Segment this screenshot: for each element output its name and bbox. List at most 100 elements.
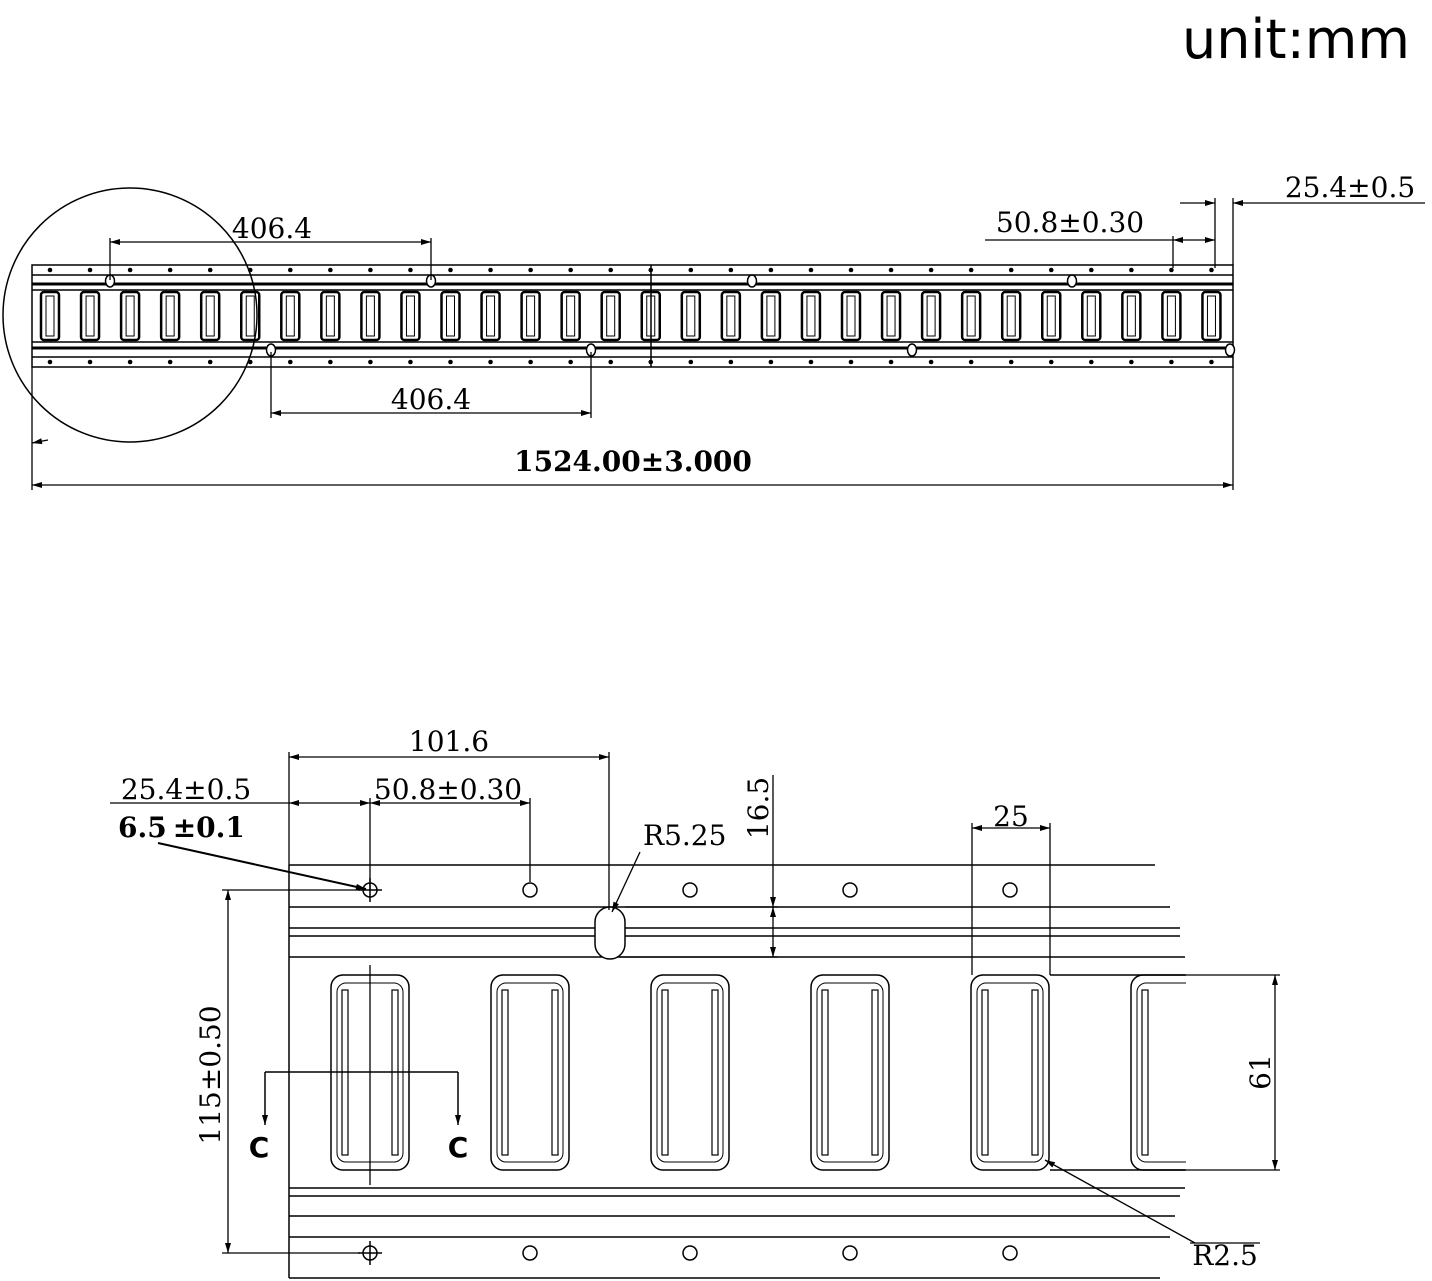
- rivet-dot: [328, 267, 333, 273]
- rivet-dot: [1129, 267, 1134, 273]
- rivet-dot: [688, 359, 694, 365]
- slot-inner: [646, 295, 656, 337]
- rivet-dot: [1169, 267, 1174, 273]
- rivet-dot: [448, 359, 453, 365]
- rivet-dot: [368, 267, 373, 273]
- slot-strip: [1141, 989, 1149, 1156]
- slot-inner: [686, 295, 696, 337]
- rivet-dot: [808, 359, 814, 365]
- slot-inner: [285, 295, 295, 337]
- slot-inner: [966, 295, 976, 337]
- slot: [960, 290, 982, 342]
- rivet-dot: [1209, 267, 1214, 273]
- slot-outline: [970, 974, 1050, 1171]
- dim-total-length: 1524.00±3.000: [514, 445, 752, 478]
- mounting-hole: [682, 882, 698, 898]
- slot-inner: [606, 295, 616, 337]
- mounting-hole: [522, 882, 538, 898]
- rivet-dot: [768, 359, 774, 365]
- slot-inner-outline: [976, 982, 1044, 1163]
- slot-inner: [1006, 295, 1016, 337]
- slot-outline: [490, 974, 570, 1171]
- slot-inner: [165, 295, 175, 337]
- slot: [400, 290, 421, 342]
- mounting-hole: [1224, 343, 1236, 357]
- rivet-dot: [368, 359, 373, 365]
- detail-circle: [2, 187, 258, 443]
- slot-group: [39, 267, 1236, 365]
- mounting-hole: [1002, 1245, 1018, 1261]
- dim-end-offset: 25.4±0.5: [1285, 171, 1415, 204]
- rivet-dot: [608, 359, 613, 365]
- dim-end-offset: 25.4±0.5: [121, 773, 251, 806]
- slot: [119, 290, 141, 342]
- slot-inner: [325, 295, 335, 337]
- slot: [640, 290, 661, 342]
- mounting-hole: [746, 274, 758, 288]
- slot: [159, 290, 181, 342]
- rivet-dot: [848, 267, 854, 273]
- slot: [199, 290, 221, 342]
- slot-inner: [926, 295, 936, 337]
- slot-inner-outline: [656, 982, 724, 1163]
- slot: [480, 290, 501, 342]
- slot-inner: [1046, 295, 1056, 337]
- mounting-hole: [842, 1245, 858, 1261]
- rivet-dot: [167, 267, 173, 273]
- rivet-dot: [928, 359, 934, 365]
- mounting-hole: [842, 882, 858, 898]
- rivet-dot: [888, 267, 894, 273]
- rivet-dot: [167, 359, 173, 365]
- slot: [920, 290, 942, 342]
- mounting-hole: [1066, 274, 1078, 288]
- rivet-dot: [448, 267, 453, 273]
- mounting-hole: [1002, 882, 1018, 898]
- rivet-dot: [568, 267, 573, 273]
- dim-101-6: 101.6: [409, 725, 489, 758]
- slot-inner: [766, 295, 776, 337]
- rivet-dot: [1008, 359, 1014, 365]
- detail-view-dimensions: 101.6 25.4±0.5 50.8±0.30 6.5±0.1 R5.25 1…: [110, 725, 1280, 1272]
- slot-inner: [486, 295, 496, 337]
- rivet-dot: [127, 359, 133, 365]
- rivet-dot: [1169, 359, 1174, 365]
- slot-strip: [501, 989, 509, 1156]
- slot-strip: [1031, 989, 1039, 1156]
- slot: [360, 290, 381, 342]
- top-view-rail: [2, 187, 1236, 443]
- slot: [1121, 290, 1142, 342]
- rivet-dot: [47, 359, 53, 365]
- rivet-dot: [408, 267, 413, 273]
- rivet-dot: [648, 359, 654, 365]
- rivet-dot: [328, 359, 333, 365]
- rivet-dot: [608, 267, 613, 273]
- mounting-hole: [682, 1245, 698, 1261]
- slot-inner: [846, 295, 856, 337]
- slot: [600, 290, 621, 342]
- slot-inner: [526, 295, 536, 337]
- slot-strip: [661, 989, 669, 1156]
- slot-strip: [551, 989, 559, 1156]
- slot: [520, 290, 541, 342]
- slot: [680, 290, 702, 342]
- slot-inner: [405, 295, 415, 337]
- slot-inner: [726, 295, 736, 337]
- slot-strip: [711, 989, 719, 1156]
- rivet-dot: [207, 359, 213, 365]
- dim-slot-pitch: 50.8±0.30: [374, 773, 522, 806]
- dimension-line: [31, 438, 49, 445]
- slot-strip: [821, 989, 829, 1156]
- rivet-dot: [928, 267, 934, 273]
- mounting-hole: [522, 1245, 538, 1261]
- slot: [79, 290, 101, 342]
- break-mask: [1186, 960, 1246, 1185]
- rivet-dot: [568, 359, 573, 365]
- slot: [240, 290, 261, 342]
- slot-inner: [1086, 295, 1096, 337]
- slot-inner: [566, 295, 576, 337]
- rivet-dot: [1089, 359, 1094, 365]
- slot-outline: [650, 974, 730, 1171]
- rail-outline: [31, 264, 1234, 368]
- leader-line: [1044, 1159, 1196, 1244]
